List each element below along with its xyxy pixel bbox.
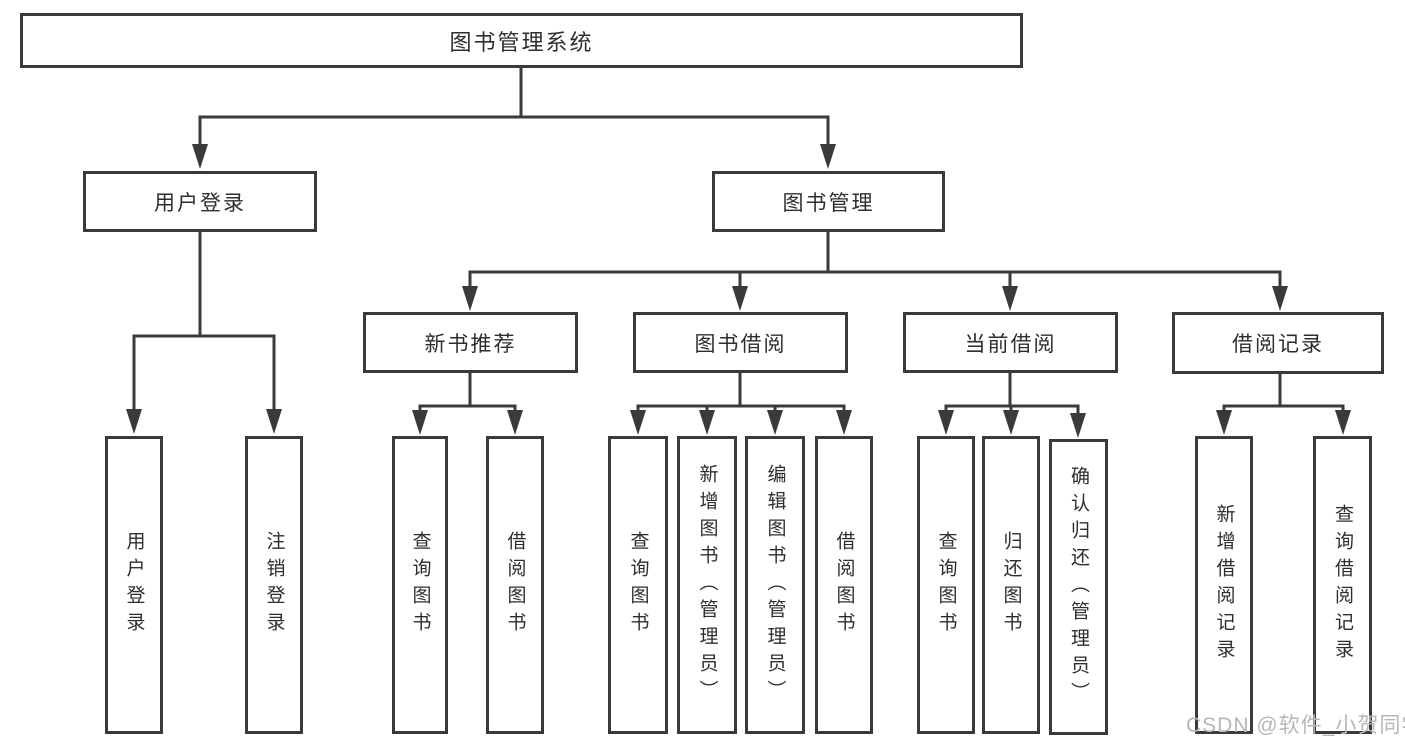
arrow-icon <box>1335 410 1351 435</box>
arrow-icon <box>1272 286 1288 311</box>
leaf-borrow-borrow: 借阅图书 <box>815 436 873 734</box>
leaf-logout-label: 注销登录 <box>263 531 285 639</box>
arrow-icon <box>126 409 142 434</box>
arrow-icon <box>1003 410 1019 435</box>
leaf-current-confirm-admin-label: 确认归还（管理员） <box>1068 465 1089 709</box>
arrow-icon <box>699 410 715 435</box>
leaf-record-query-label: 查询借阅记录 <box>1332 504 1353 666</box>
arrow-icon <box>412 410 428 435</box>
arrow-icon <box>462 286 478 311</box>
arrow-icon <box>266 409 282 434</box>
leaf-current-return-label: 归还图书 <box>1000 531 1022 639</box>
arrow-icon <box>1002 286 1018 311</box>
arrow-icon <box>507 410 523 435</box>
leaf-borrow-edit-admin-label: 编辑图书（管理员） <box>764 463 786 707</box>
connector-book-mgmt-level3 <box>468 232 1282 287</box>
connector-current-borrow-leaves <box>944 373 1080 414</box>
leaf-record-query: 查询借阅记录 <box>1313 436 1372 734</box>
arrowheads <box>126 144 1351 438</box>
node-root-label: 图书管理系统 <box>449 29 594 55</box>
arrow-icon <box>938 410 954 435</box>
connector-new-book-leaves <box>418 373 517 411</box>
leaf-newbook-borrow: 借阅图书 <box>486 436 544 734</box>
arrow-icon <box>732 286 748 311</box>
connector-root-level2 <box>198 68 830 146</box>
connector-book-borrow-leaves <box>636 373 846 411</box>
arrow-icon <box>630 410 646 435</box>
leaf-user-login: 用户登录 <box>105 436 163 734</box>
leaf-newbook-query: 查询图书 <box>392 436 448 734</box>
node-user-login-label: 用户登录 <box>154 191 246 215</box>
arrow-icon <box>192 144 208 169</box>
leaf-newbook-borrow-label: 借阅图书 <box>504 531 526 639</box>
node-book-mgmt-label: 图书管理 <box>782 191 875 215</box>
node-book-borrow-label: 图书借阅 <box>694 332 787 356</box>
leaf-borrow-add-admin-label: 新增图书（管理员） <box>696 463 718 707</box>
node-current-borrow-label: 当前借阅 <box>964 332 1057 356</box>
leaf-borrow-edit-admin: 编辑图书（管理员） <box>745 436 805 734</box>
node-borrow-record: 借阅记录 <box>1172 312 1384 374</box>
leaf-current-query: 查询图书 <box>917 436 975 734</box>
arrow-icon <box>1216 410 1232 435</box>
node-user-login: 用户登录 <box>83 171 317 232</box>
connector-borrow-record-leaves <box>1222 373 1345 411</box>
leaf-borrow-add-admin: 新增图书（管理员） <box>677 436 737 734</box>
node-borrow-record-label: 借阅记录 <box>1232 333 1324 356</box>
arrow-icon <box>767 410 783 435</box>
arrow-icon <box>820 144 836 169</box>
node-current-borrow: 当前借阅 <box>903 312 1118 373</box>
node-new-book-rec-label: 新书推荐 <box>424 332 517 356</box>
leaf-borrow-borrow-label: 借阅图书 <box>833 531 855 639</box>
node-new-book-rec: 新书推荐 <box>363 312 578 373</box>
leaf-logout: 注销登录 <box>245 436 303 734</box>
csdn-watermark: CSDN @软件_小贺同学 <box>1186 714 1405 737</box>
node-root: 图书管理系统 <box>20 13 1023 68</box>
leaf-user-login-label: 用户登录 <box>123 531 145 639</box>
node-book-mgmt: 图书管理 <box>712 171 945 232</box>
leaf-record-add-label: 新增借阅记录 <box>1213 504 1235 666</box>
node-book-borrow: 图书借阅 <box>633 312 848 373</box>
leaf-current-confirm-admin: 确认归还（管理员） <box>1049 439 1108 735</box>
leaf-borrow-query: 查询图书 <box>608 436 668 734</box>
arrow-icon <box>1070 413 1086 438</box>
leaf-current-query-label: 查询图书 <box>935 531 957 639</box>
leaf-newbook-query-label: 查询图书 <box>409 531 431 639</box>
leaf-borrow-query-label: 查询图书 <box>627 531 649 639</box>
arrow-icon <box>836 410 852 435</box>
leaf-current-return: 归还图书 <box>982 436 1040 734</box>
connector-user-login-leaves <box>132 232 276 410</box>
leaf-record-add: 新增借阅记录 <box>1195 436 1253 734</box>
